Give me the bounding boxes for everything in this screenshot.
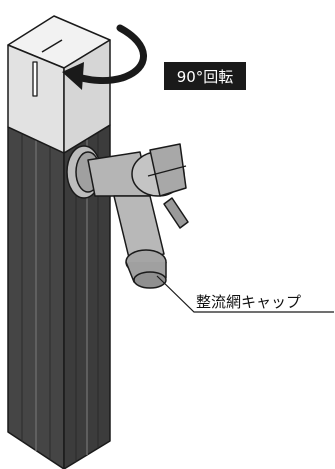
faucet <box>66 143 189 289</box>
top-cap <box>7 15 111 154</box>
rotation-label: 90°回転 <box>164 62 246 90</box>
curved-arrow-icon <box>62 24 147 90</box>
cap-leader-line <box>156 275 334 313</box>
cap-label: 整流網キャップ <box>196 293 302 311</box>
post-body <box>7 124 111 469</box>
